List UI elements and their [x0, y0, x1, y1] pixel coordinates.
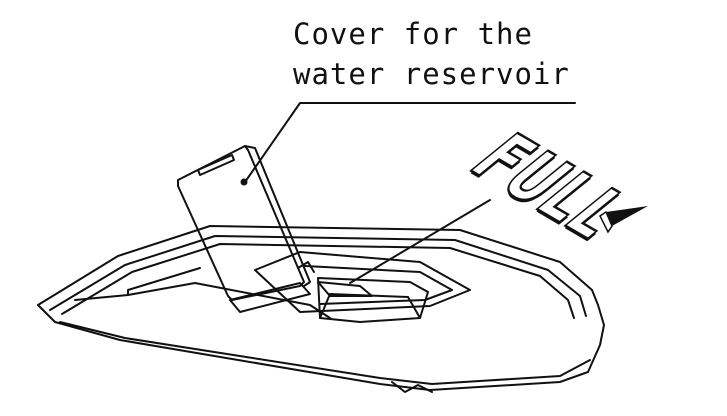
callout-label: Cover for the water reservoir: [293, 14, 570, 94]
cover-leader-dot: [240, 178, 248, 186]
cover-grip: [197, 154, 235, 176]
reservoir-float: [317, 281, 373, 297]
reservoir-well-bottom: [319, 293, 421, 319]
cover-edge: [244, 145, 311, 287]
body-front-edge: [59, 321, 591, 385]
body-rim: [49, 235, 587, 317]
left-ledge: [74, 282, 331, 319]
callout-line-1: Cover for the: [293, 17, 533, 51]
reservoir-cover: [177, 145, 305, 301]
body-rim-inner: [61, 243, 575, 319]
left-ledge-step: [127, 267, 201, 296]
full-text: FULL: [457, 118, 644, 255]
callout-line-2: water reservoir: [293, 57, 570, 91]
triangle-pointer-icon: [599, 206, 648, 234]
full-leader-line: [349, 199, 491, 284]
body-outline: [37, 225, 605, 391]
reservoir-opening-inner: [304, 265, 453, 305]
cover-leader-line: [244, 102, 576, 183]
reservoir-opening-outer: [254, 251, 471, 313]
cover-tab: [297, 261, 315, 273]
body-base: [391, 381, 433, 393]
cover-hinge: [229, 282, 311, 313]
